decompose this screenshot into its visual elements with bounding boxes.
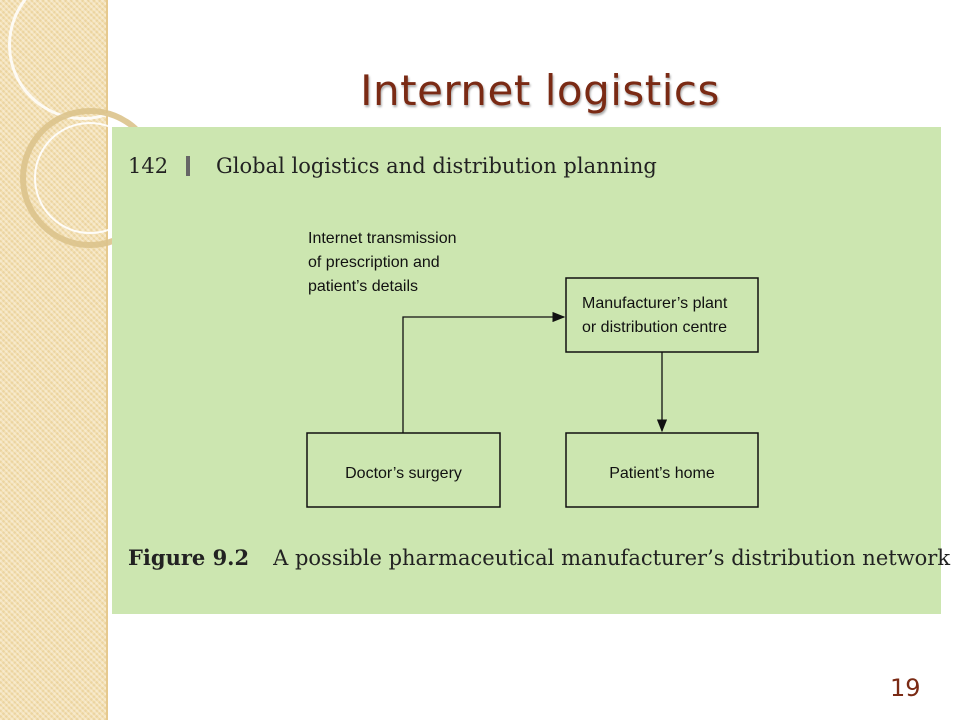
figure-label: Figure 9.2 <box>128 545 250 570</box>
patient-home-box <box>565 432 759 508</box>
decorative-sidebar <box>0 0 160 720</box>
running-head-text: Global logistics and distribution planni… <box>216 154 657 178</box>
arrow-doctor-to-manufacturer <box>402 311 566 433</box>
patient-home-label: Patient’s home <box>609 465 715 482</box>
manufacturer-box <box>565 277 759 353</box>
slide-title: Internet logistics <box>360 66 720 115</box>
distribution-network-diagram: Internet transmission of prescription an… <box>306 230 759 508</box>
slide-page-number: 19 <box>890 674 921 702</box>
manufacturer-label-line: Manufacturer’s plant <box>582 295 728 312</box>
separator-bar <box>186 156 190 176</box>
note-line: of prescription and <box>308 254 440 271</box>
running-head: 142 Global logistics and distribution pla… <box>128 154 657 178</box>
figure-caption: Figure 9.2 A possible pharmaceutical manu… <box>128 545 950 570</box>
figure-panel: 142 Global logistics and distribution pla… <box>112 127 950 614</box>
figure-caption-text: A possible pharmaceutical manufacturer’s… <box>273 546 951 570</box>
book-page-number: 142 <box>128 154 169 178</box>
doctor-surgery-label: Doctor’s surgery <box>345 465 462 482</box>
note-line: Internet transmission <box>308 230 457 247</box>
manufacturer-label-line: or distribution centre <box>582 319 727 336</box>
note-line: patient’s details <box>308 278 418 295</box>
